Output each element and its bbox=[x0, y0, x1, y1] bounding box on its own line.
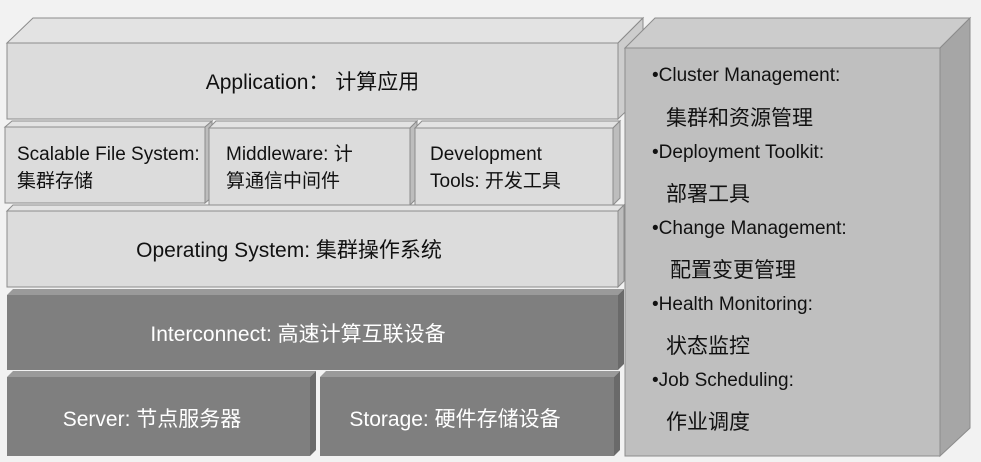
middleware-label: Middleware: 计 算通信中间件 bbox=[226, 141, 353, 195]
devtools-block bbox=[413, 119, 622, 207]
devtools-cn: Tools: 开发工具 bbox=[430, 171, 561, 192]
middleware-cn: 算通信中间件 bbox=[226, 171, 341, 192]
server-block bbox=[7, 371, 316, 456]
mgmt-item-en: •Health Monitoring: bbox=[652, 294, 813, 315]
devtools-label: Development Tools: 开发工具 bbox=[430, 141, 561, 195]
mgmt-item-cn: 部署工具 bbox=[666, 183, 750, 206]
application-label: Application： 计算应用 bbox=[205, 71, 420, 94]
mgmt-item-cn: 作业调度 bbox=[666, 411, 750, 434]
server-label: Server: 节点服务器 bbox=[62, 408, 242, 431]
application-block bbox=[5, 16, 645, 121]
os-block bbox=[5, 203, 626, 289]
mgmt-item-en: •Deployment Toolkit: bbox=[652, 142, 825, 163]
scalable-fs-cn: 集群存储 bbox=[17, 171, 94, 192]
mgmt-item-en: •Change Management: bbox=[652, 218, 847, 239]
mgmt-item-cn: 配置变更管理 bbox=[670, 259, 796, 282]
devtools-en: Development bbox=[430, 144, 542, 165]
scalable-fs-label: Scalable File System: 集群存储 bbox=[17, 141, 200, 195]
interconnect-block bbox=[7, 289, 624, 370]
management-block bbox=[623, 16, 972, 458]
storage-label: Storage: 硬件存储设备 bbox=[349, 408, 561, 431]
storage-block bbox=[320, 371, 620, 456]
mgmt-item-cn: 集群和资源管理 bbox=[666, 107, 813, 130]
os-label: Operating System: 集群操作系统 bbox=[136, 239, 442, 262]
interconnect-label: Interconnect: 高速计算互联设备 bbox=[150, 322, 446, 346]
mgmt-item-en: •Cluster Management: bbox=[652, 65, 841, 86]
mgmt-item-cn: 状态监控 bbox=[666, 335, 750, 358]
mgmt-item-en: •Job Scheduling: bbox=[652, 370, 794, 391]
middleware-en: Middleware: 计 bbox=[226, 144, 353, 165]
scalable-fs-en: Scalable File System: bbox=[17, 144, 200, 165]
